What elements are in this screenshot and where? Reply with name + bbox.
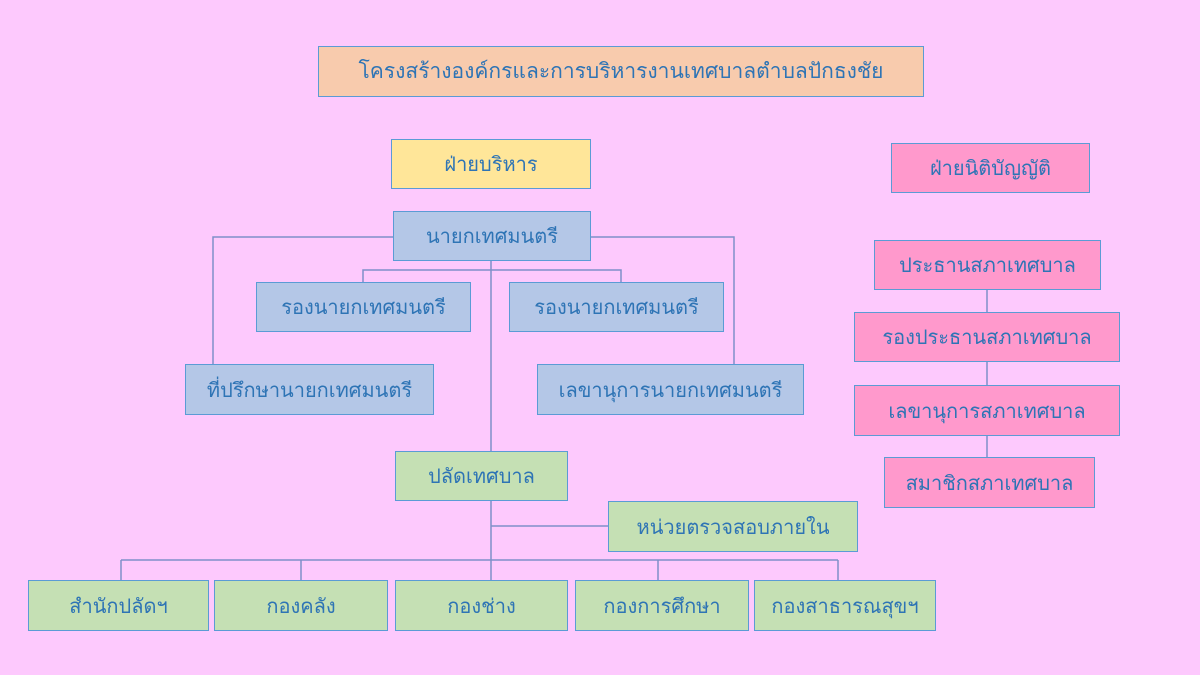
division-box: กองคลัง [214, 580, 388, 631]
internal-audit-box: หน่วยตรวจสอบภายใน [608, 501, 858, 552]
municipal-clerk-box: ปลัดเทศบาล [395, 451, 568, 501]
council-president-box: ประธานสภาเทศบาล [874, 240, 1101, 290]
deputy-mayor-box: รองนายกเทศมนตรี [256, 282, 471, 332]
mayor-box: นายกเทศมนตรี [393, 211, 591, 261]
council-secretary-box: เลขานุการสภาเทศบาล [854, 385, 1120, 436]
deputy-mayor-box: รองนายกเทศมนตรี [509, 282, 724, 332]
legislative-heading: ฝ่ายนิติบัญญัติ [891, 143, 1090, 193]
division-box: สำนักปลัดฯ [28, 580, 209, 631]
council-member-box: สมาชิกสภาเทศบาล [884, 457, 1095, 508]
mayor-secretary-box: เลขานุการนายกเทศมนตรี [537, 364, 804, 415]
council-vice-president-box: รองประธานสภาเทศบาล [854, 312, 1120, 362]
division-box: กองสาธารณสุขฯ [754, 580, 936, 631]
chart-title: โครงสร้างองค์กรและการบริหารงานเทศบาลตำบล… [318, 46, 924, 97]
division-box: กองช่าง [395, 580, 568, 631]
mayor-advisor-box: ที่ปรึกษานายกเทศมนตรี [185, 364, 434, 415]
executive-heading: ฝ่ายบริหาร [391, 139, 591, 189]
division-box: กองการศึกษา [575, 580, 749, 631]
